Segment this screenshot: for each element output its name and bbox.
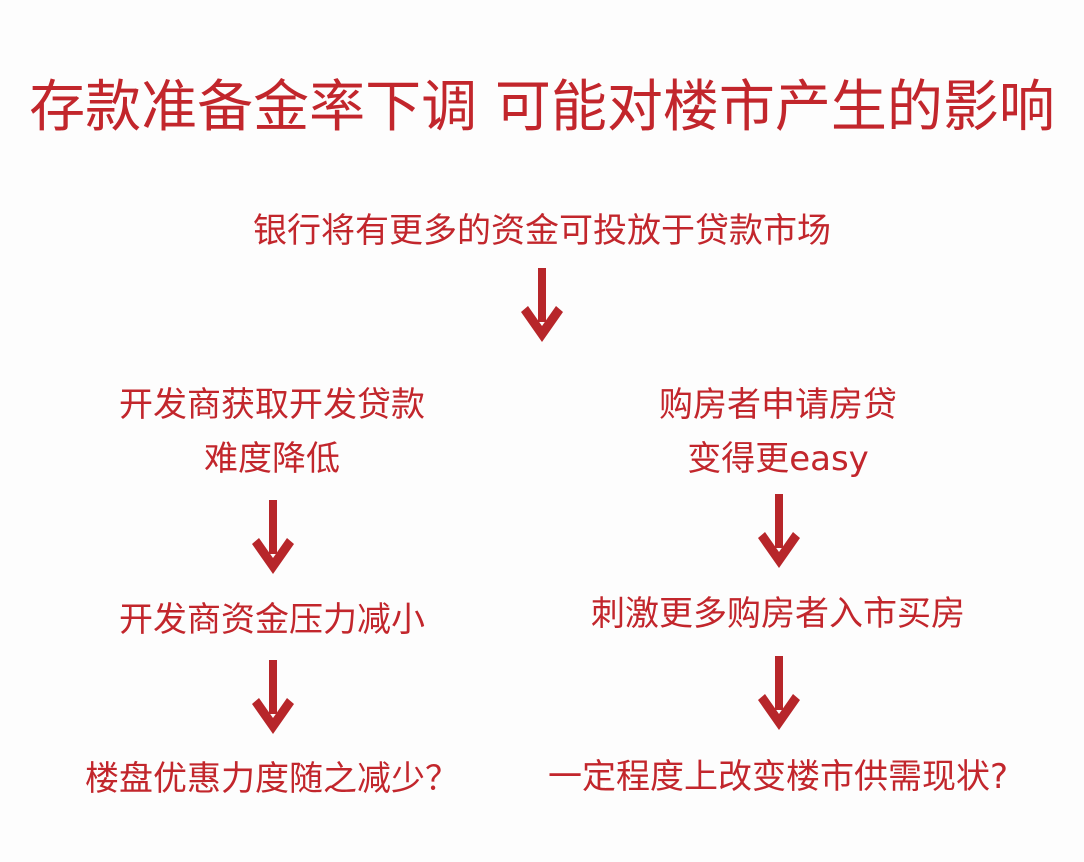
- right-step3-node: 一定程度上改变楼市供需现状?: [518, 750, 1038, 804]
- left-step3-node: 楼盘优惠力度随之减少？: [42, 752, 502, 806]
- left-step1-line2: 难度降低: [204, 439, 340, 479]
- left-step1-line1: 开发商获取开发贷款: [119, 385, 425, 425]
- left-step2-text: 开发商资金压力减小: [119, 600, 425, 640]
- right-step1-line2: 变得更easy: [687, 439, 869, 479]
- right-step3-text: 一定程度上改变楼市供需现状?: [547, 757, 1009, 797]
- arrow-down-icon: [756, 656, 802, 732]
- left-step1-node: 开发商获取开发贷款 难度降低: [72, 378, 472, 486]
- root-node-text: 银行将有更多的资金可投放于贷款市场: [253, 211, 831, 251]
- arrow-down-icon: [250, 660, 296, 736]
- root-node: 银行将有更多的资金可投放于贷款市场: [0, 204, 1084, 258]
- right-step2-text: 刺激更多购房者入市买房: [591, 594, 965, 634]
- left-step3-text: 楼盘优惠力度随之减少？: [85, 759, 459, 799]
- left-step2-node: 开发商资金压力减小: [72, 593, 472, 647]
- right-step1-line1: 购房者申请房贷: [659, 385, 897, 425]
- arrow-down-icon: [250, 500, 296, 576]
- right-step2-node: 刺激更多购房者入市买房: [528, 587, 1028, 641]
- diagram-title: 存款准备金率下调 可能对楼市产生的影响: [29, 75, 1055, 140]
- arrow-down-icon: [756, 494, 802, 570]
- right-step1-node: 购房者申请房贷 变得更easy: [578, 378, 978, 486]
- arrow-down-icon: [519, 268, 565, 344]
